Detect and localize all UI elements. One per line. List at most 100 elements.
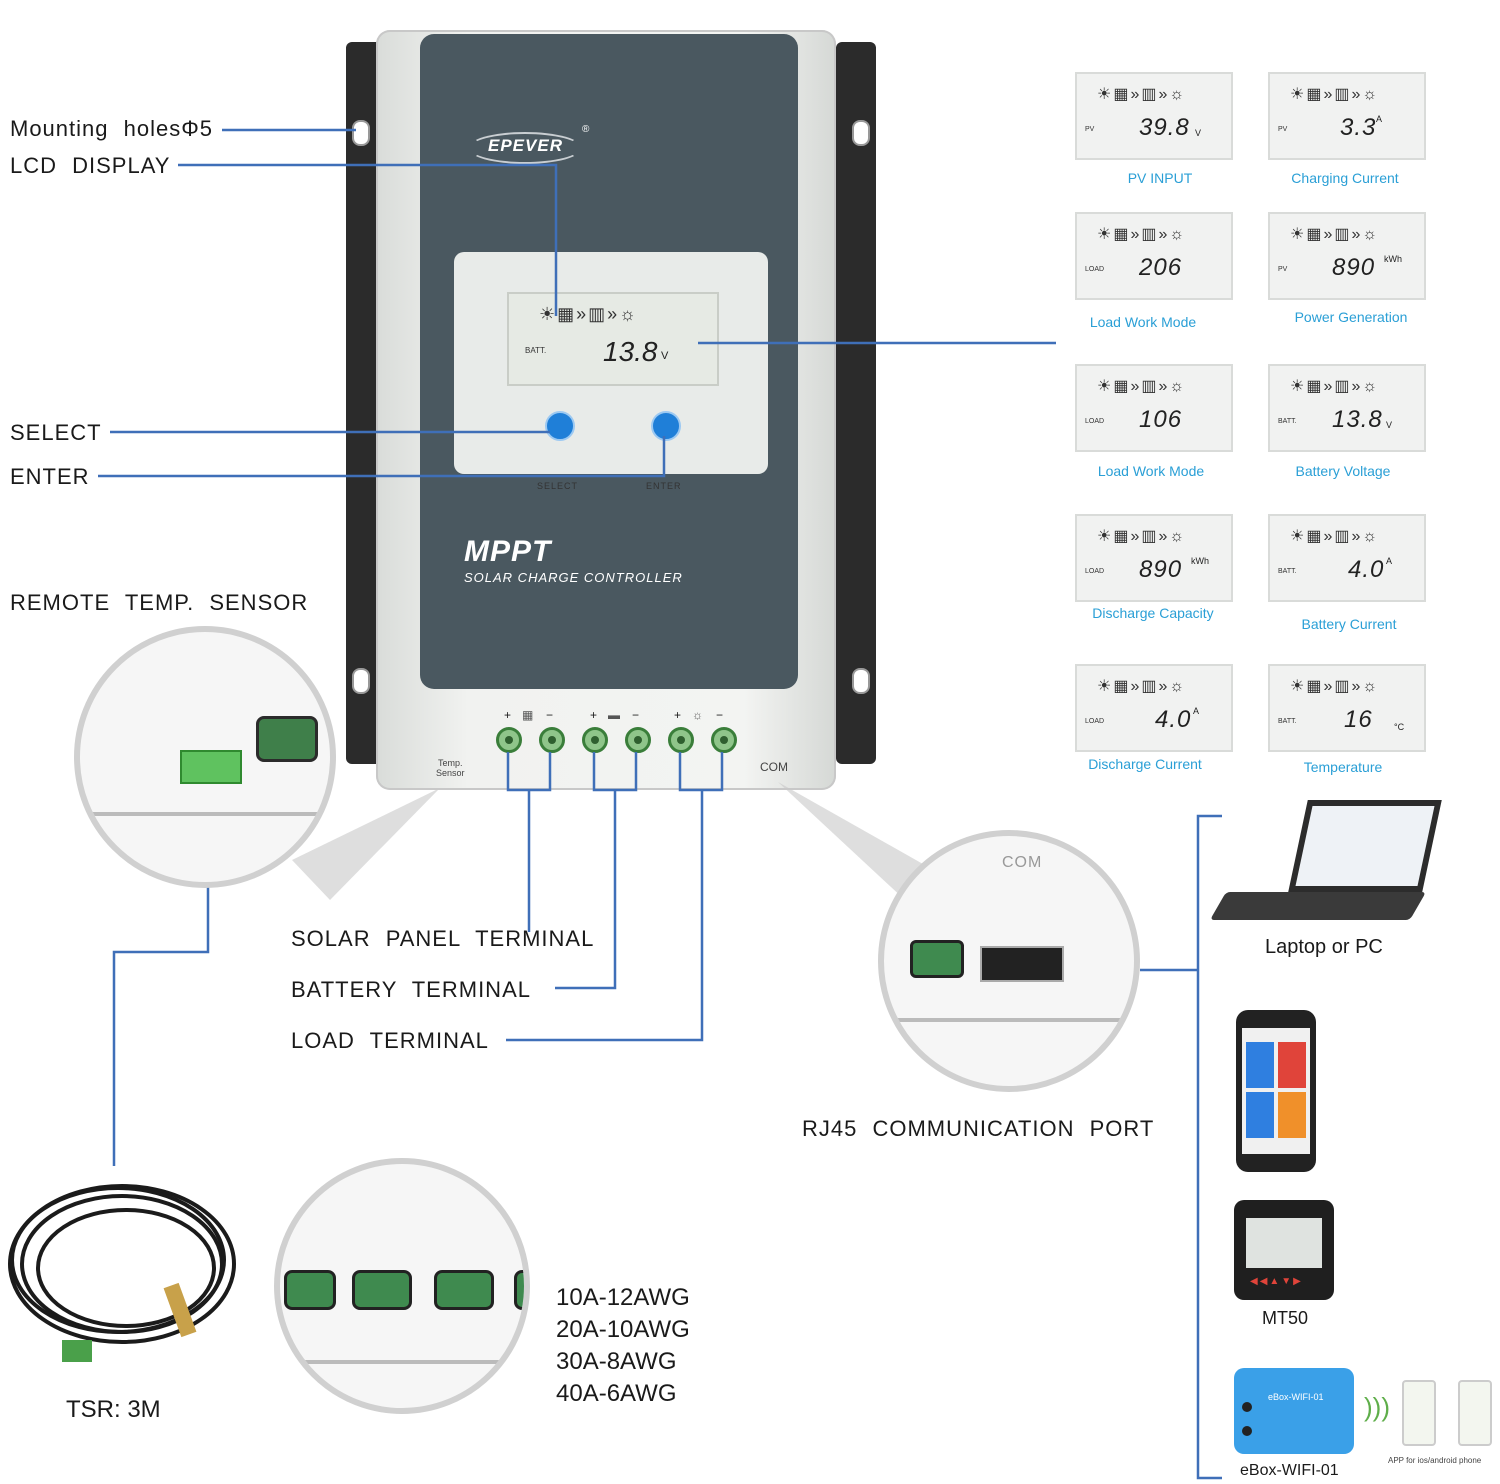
load-terminal-label: LOAD TERMINAL <box>291 1028 489 1053</box>
com-port-zoom: COM <box>878 830 1140 1092</box>
brand-name: EPEVER <box>488 136 563 155</box>
screen-value: 3.3 <box>1340 114 1377 141</box>
lcd-screen-discharge-capacity: ☀▦»▥»☼ LOAD 890 kWh <box>1075 514 1233 602</box>
laptop-app-window <box>1295 806 1435 886</box>
screen-unit: V <box>1195 128 1202 138</box>
lcd-unit: V <box>661 350 669 362</box>
temp-sensor-cable-icon <box>8 1184 236 1362</box>
enclosure-edge <box>280 1360 524 1364</box>
screen-status-icons: ☀▦»▥»☼ <box>1097 86 1187 103</box>
battery-terminal-label: BATTERY TERMINAL <box>291 977 531 1002</box>
solar-panel-terminal-label: SOLAR PANEL TERMINAL <box>291 926 595 951</box>
lcd-screen-power-generation: ☀▦»▥»☼ PV 890 kWh <box>1268 212 1426 300</box>
screen-value: 16 <box>1344 706 1373 733</box>
bulb-icon: ☼ <box>692 708 703 722</box>
laptop-label: Laptop or PC <box>1265 936 1383 958</box>
screen-value: 4.0 <box>1348 556 1385 583</box>
model-title: MPPT <box>464 535 552 568</box>
wire-gauge-item: 40A-6AWG <box>556 1380 677 1407</box>
lcd-screen-battery-voltage: ☀▦»▥»☼ BATT. 13.8 V <box>1268 364 1426 452</box>
select-callout-label: SELECT <box>10 420 102 445</box>
right-mounting-bracket <box>836 42 876 764</box>
battery-positive-terminal <box>582 727 608 753</box>
screen-tag: LOAD <box>1085 568 1105 575</box>
screen-unit: A <box>1376 114 1383 124</box>
screen-caption: PV INPUT <box>1127 170 1193 186</box>
screen-status-icons: ☀▦»▥»☼ <box>1290 86 1380 103</box>
temp-sensor-port-label: Temp. Sensor <box>436 758 465 778</box>
ebox-port <box>1242 1426 1252 1436</box>
lcd-value: 13.8 <box>603 336 658 367</box>
screen-caption: Battery Voltage <box>1295 463 1391 479</box>
lcd-screen-load-work-mode: ☀▦»▥»☼ LOAD 206 <box>1075 212 1233 300</box>
mounting-hole-icon <box>352 120 370 146</box>
sensor-port-cover <box>256 716 318 762</box>
enter-button-label: ENTER <box>646 481 682 491</box>
lcd-tag: BATT. <box>525 346 547 355</box>
select-button[interactable] <box>545 411 575 441</box>
solar-positive-terminal <box>496 727 522 753</box>
phone-app-preview-icon <box>1402 1380 1436 1446</box>
tsr-length-label: TSR: 3M <box>66 1396 161 1423</box>
terminal-sign: + <box>590 708 598 722</box>
load-positive-terminal <box>668 727 694 753</box>
screen-tag: BATT. <box>1278 718 1297 725</box>
mounting-hole-icon <box>352 668 370 694</box>
phone-app-preview-icon <box>1458 1380 1492 1446</box>
screen-caption: Battery Current <box>1301 616 1397 632</box>
mt50-remote-meter-icon: ◀◀▲▼▶ <box>1234 1200 1334 1300</box>
screen-status-icons: ☀▦»▥»☼ <box>1097 678 1187 695</box>
rj45-port-label: RJ45 COMMUNICATION PORT <box>802 1116 1155 1141</box>
screen-tag: PV <box>1278 266 1288 273</box>
screen-caption: Charging Current <box>1291 170 1399 186</box>
wire-gauge-item: 10A-12AWG <box>556 1284 690 1311</box>
sensor-connector-icon <box>180 750 242 784</box>
app-note: APP for ios/android phone <box>1388 1456 1482 1465</box>
screen-unit: kWh <box>1384 254 1402 264</box>
terminal-sign: − <box>632 708 640 722</box>
screen-value: 39.8 <box>1139 114 1190 141</box>
mt50-lcd <box>1246 1218 1322 1268</box>
mt50-buttons: ◀◀▲▼▶ <box>1250 1276 1303 1287</box>
enter-button[interactable] <box>651 411 681 441</box>
mounting-hole-icon <box>852 120 870 146</box>
lcd-screen-charging-current: ☀▦»▥»☼ PV 3.3 A <box>1268 72 1426 160</box>
phone-app-screen <box>1242 1028 1310 1154</box>
screen-tag: BATT. <box>1278 568 1297 575</box>
remote-temp-sensor-label: REMOTE TEMP. SENSOR <box>10 590 309 615</box>
screen-status-icons: ☀▦»▥»☼ <box>1097 226 1187 243</box>
wire-gauge-list: 10A-12AWG 20A-10AWG 30A-8AWG 40A-6AWG <box>556 1282 690 1410</box>
rj45-jack-icon <box>980 946 1064 982</box>
screen-caption: Load Work Mode <box>1097 463 1205 479</box>
screen-status-icons: ☀▦»▥»☼ <box>1290 378 1380 395</box>
terminal-sign: + <box>674 708 682 722</box>
screen-value: 13.8 <box>1332 406 1383 433</box>
model-subtitle: SOLAR CHARGE CONTROLLER <box>464 570 683 585</box>
mt50-label: MT50 <box>1262 1308 1309 1328</box>
mounting-holes-label: Mounting holesΦ5 <box>10 116 213 141</box>
app-tile <box>1246 1042 1274 1088</box>
com-port-label: COM <box>760 760 788 774</box>
battery-icon: ▬ <box>608 708 620 722</box>
lcd-screen-discharge-current: ☀▦»▥»☼ LOAD 4.0 A <box>1075 664 1233 752</box>
battery-negative-terminal <box>625 727 651 753</box>
ebox-device-label: eBox-WIFI-01 <box>1268 1392 1324 1402</box>
screen-tag: LOAD <box>1085 718 1105 725</box>
lcd-screen-temperature: ☀▦»▥»☼ BATT. 16 °C <box>1268 664 1426 752</box>
mounting-hole-icon <box>852 668 870 694</box>
status-led-window <box>910 940 964 978</box>
temp-sensor-port-zoom <box>74 626 336 888</box>
brand-logo <box>468 132 582 164</box>
screen-unit: A <box>1386 556 1393 566</box>
select-button-label: SELECT <box>537 481 579 491</box>
terminal-slots-zoom <box>274 1158 530 1414</box>
registered-mark: ® <box>582 124 590 135</box>
load-negative-terminal <box>711 727 737 753</box>
screen-tag: PV <box>1085 126 1095 133</box>
screen-status-icons: ☀▦»▥»☼ <box>1290 226 1380 243</box>
lcd-screen-load-work-mode-2: ☀▦»▥»☼ LOAD 106 <box>1075 364 1233 452</box>
screen-value: 206 <box>1139 254 1183 281</box>
ebox-label: eBox-WIFI-01 <box>1240 1462 1339 1479</box>
ebox-port <box>1242 1402 1252 1412</box>
lcd-screen-battery-current: ☀▦»▥»☼ BATT. 4.0 A <box>1268 514 1426 602</box>
